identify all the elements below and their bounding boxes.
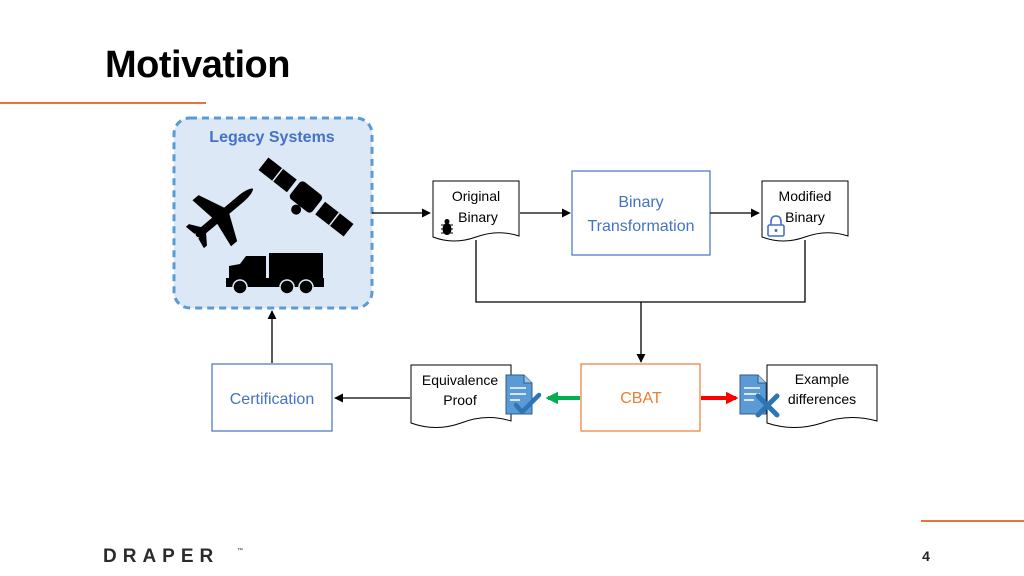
footer-accent-line xyxy=(921,520,1024,522)
cbat-box: CBAT xyxy=(580,363,701,432)
logo-wordmark: DRAPER xyxy=(103,546,219,567)
example-differences-line2: differences xyxy=(788,391,856,407)
original-binary-document: Original Binary xyxy=(432,180,520,242)
airplane-icon xyxy=(185,188,254,249)
binary-transformation-line1: Binary xyxy=(618,194,663,211)
modified-binary-line1: Modified xyxy=(779,188,832,204)
satellite-icon xyxy=(258,157,354,237)
legacy-systems-title: Legacy Systems xyxy=(209,129,335,146)
page-number: 4 xyxy=(922,548,930,564)
document-check-icon xyxy=(505,374,542,415)
logo-trademark: ™ xyxy=(237,547,243,554)
example-differences-line1: Example xyxy=(795,371,850,387)
equivalence-proof-line2: Proof xyxy=(443,392,477,408)
certification-box: Certification xyxy=(211,363,333,432)
legacy-systems-box: Legacy Systems xyxy=(172,116,374,310)
binary-transformation-line2: Transformation xyxy=(588,218,695,235)
lock-icon xyxy=(767,215,785,237)
bug-icon xyxy=(441,219,453,235)
example-differences-document: Example differences xyxy=(766,364,878,428)
certification-label: Certification xyxy=(230,391,314,408)
original-binary-line2: Binary xyxy=(458,209,498,225)
equivalence-proof-line1: Equivalence xyxy=(422,372,498,388)
document-x-icon xyxy=(739,374,780,418)
modified-binary-document: Modified Binary xyxy=(761,180,849,242)
cbat-label: CBAT xyxy=(620,390,662,407)
modified-binary-line2: Binary xyxy=(785,209,825,225)
binary-transformation-box: Binary Transformation xyxy=(571,170,711,256)
connector-arrows xyxy=(267,208,806,405)
slide-title: Motivation xyxy=(105,44,290,86)
title-underline xyxy=(0,102,206,104)
equivalence-proof-document: Equivalence Proof xyxy=(410,364,512,428)
original-binary-line1: Original xyxy=(452,188,500,204)
military-truck-icon xyxy=(226,253,324,295)
draper-logo: DRAPER ™ xyxy=(103,546,243,567)
